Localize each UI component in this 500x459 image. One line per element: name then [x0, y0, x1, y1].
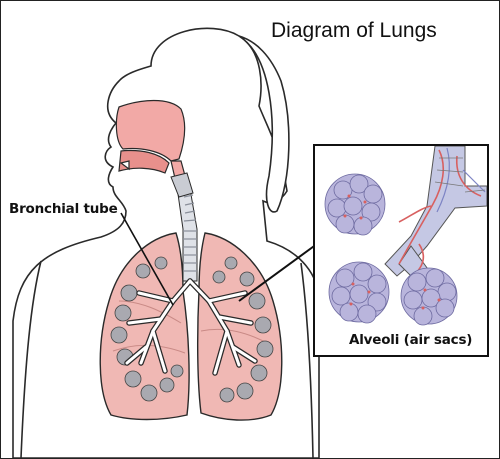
- alveoli-label: Alveoli (air sacs): [349, 332, 473, 348]
- lung-alveoli-clusters: [110, 256, 274, 403]
- bronchial-tube-label: Bronchial tube: [9, 201, 118, 217]
- alveoli-clusters: [324, 173, 458, 326]
- diagram-title: Diagram of Lungs: [271, 19, 437, 42]
- trachea: [170, 172, 198, 282]
- bronchial-tree: [124, 278, 258, 376]
- alveoli-inset: Alveoli (air sacs): [313, 144, 489, 357]
- bronchiole: [384, 146, 487, 281]
- alveoli-illustration: [324, 146, 487, 326]
- bronchial-tube-pointer: [120, 212, 174, 306]
- alveoli-capillary-dots: [343, 194, 441, 310]
- upper-airway: [115, 99, 188, 188]
